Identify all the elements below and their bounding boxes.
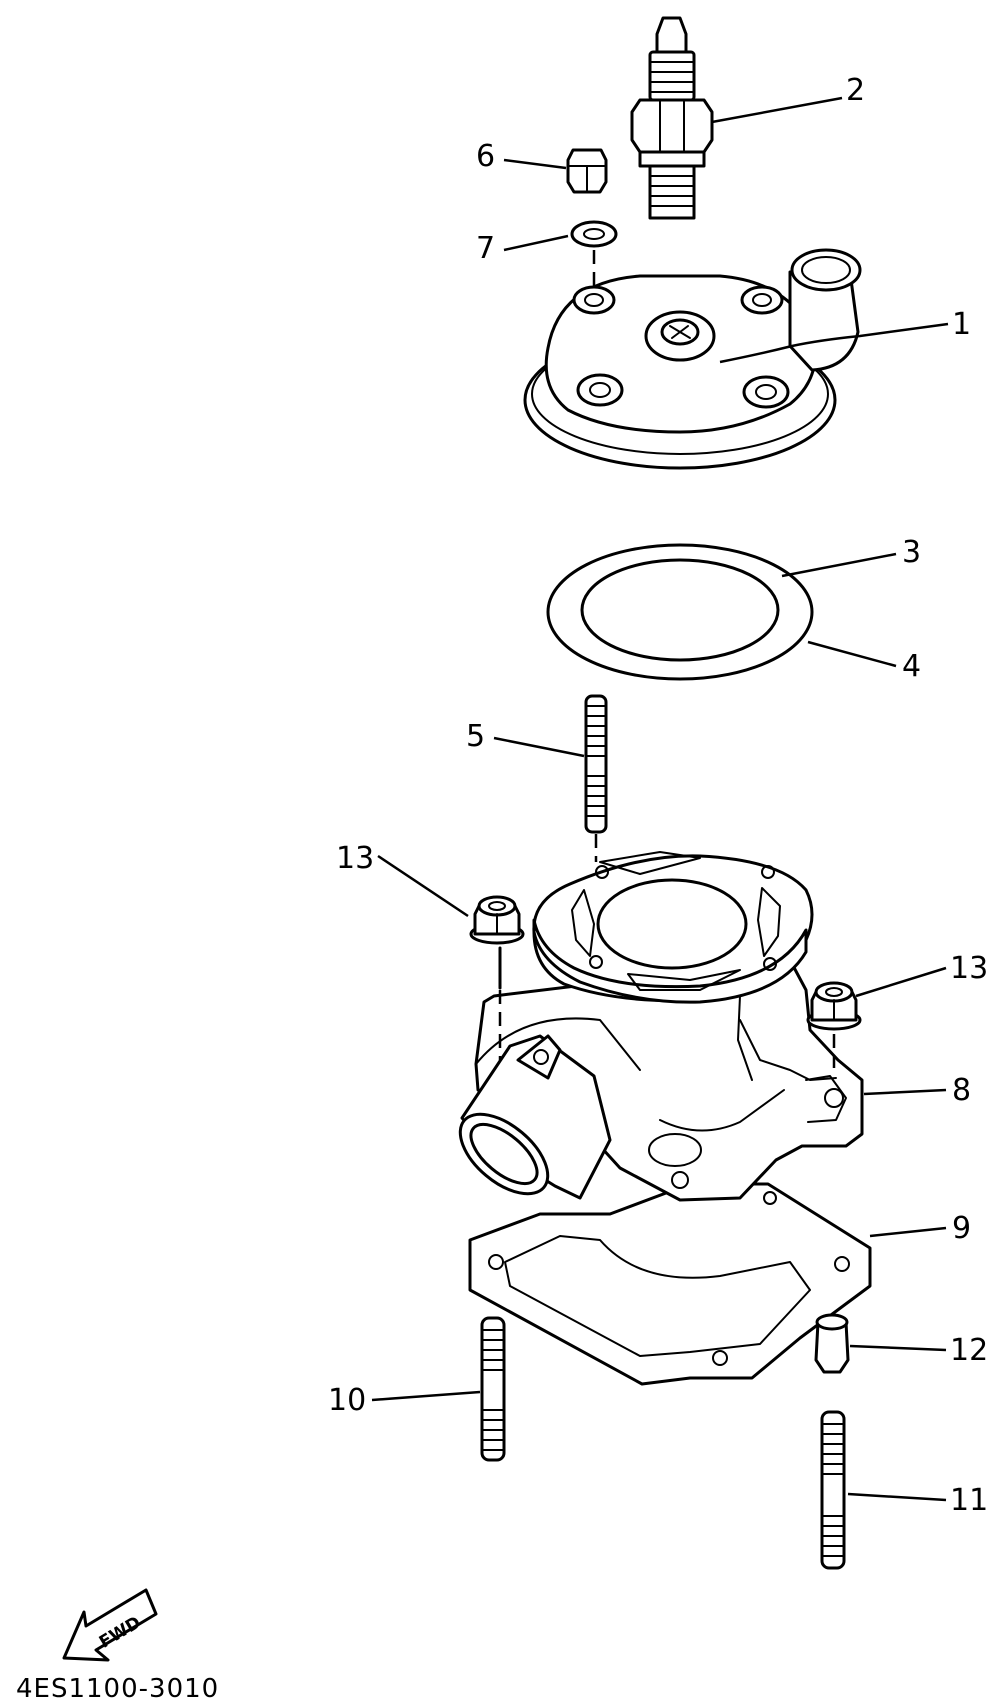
cap-nut [566,148,608,194]
cylinder [458,851,864,1202]
callouts: 2 6 7 1 3 4 5 13 13 8 9 12 10 11 [328,73,988,1518]
leader-line-13b [855,966,947,998]
washer [570,220,618,248]
leader-line-2 [711,96,843,124]
leader-line-8 [863,1088,947,1096]
leader-line-11 [847,1492,947,1502]
cylinder-head [523,248,862,470]
leader-line-1 [719,322,949,364]
leader-line-6 [503,158,567,170]
callout-13-left: 13 [336,841,374,876]
flange-nut-right [806,981,862,1031]
leader-line-5 [493,736,585,758]
figure-code: 4ES1100-3010 [16,1674,219,1704]
callout-4: 4 [902,649,921,684]
leader-line-3 [781,552,897,578]
callout-3: 3 [902,535,921,570]
callout-11: 11 [950,1483,988,1518]
stud-bolt-left [480,1316,506,1462]
leader-line-9 [869,1226,947,1238]
stud-bolt-top [584,694,608,834]
flange-nut-left [469,895,525,945]
leader-line-12 [849,1344,947,1352]
callout-13-right: 13 [950,951,988,986]
forward-arrow-icon: FWD [62,1588,158,1662]
callout-1: 1 [952,307,971,342]
leader-line-4 [807,640,897,668]
spark-plug [630,16,714,220]
callout-6: 6 [476,139,495,174]
base-gasket [468,1182,872,1386]
callout-5: 5 [466,719,485,754]
leader-line-10 [371,1390,481,1402]
dowel-pin [814,1313,850,1374]
leader-line-7 [503,234,569,252]
callout-2: 2 [846,73,865,108]
stud-bolt-right [820,1410,846,1570]
head-gasket [546,543,814,681]
leader-lines [371,96,949,1502]
callout-12: 12 [950,1333,988,1368]
callout-7: 7 [476,231,495,266]
leader-line-13a [377,854,469,918]
callout-8: 8 [952,1073,971,1108]
callout-10: 10 [328,1383,366,1418]
callout-9: 9 [952,1211,971,1246]
